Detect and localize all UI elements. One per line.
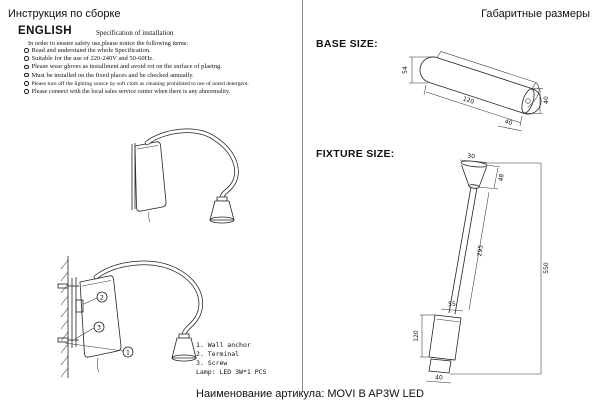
dimension-120: 120 — [423, 84, 523, 127]
terminal-block — [75, 299, 84, 313]
svg-text:54: 54 — [402, 66, 409, 74]
dimension-54: 54 — [402, 56, 434, 84]
lamp-spec: Lamp: LED 3W*1 PCS — [196, 368, 267, 376]
svg-text:120: 120 — [462, 95, 475, 105]
fixture-arm — [448, 186, 478, 315]
instruction-item: Must be installed on the fixed places an… — [24, 72, 296, 80]
wall-plate — [131, 143, 136, 210]
dimension-40: 40 — [425, 375, 452, 384]
instruction-item: Read and understand the whole Specificat… — [24, 47, 296, 55]
specification-heading: Specification of installation — [96, 29, 174, 37]
dimension-40-end: 40 — [525, 88, 550, 114]
part-item: 1. Wall anchor — [196, 341, 251, 349]
svg-text:40: 40 — [543, 96, 550, 104]
lamp-installation-drawing: 2 3 1 — [57, 256, 203, 378]
gooseneck — [93, 260, 203, 337]
column-divider — [302, 0, 303, 392]
parts-list: 1. Wall anchor 2. Terminal 3. Screw Lamp… — [196, 341, 266, 377]
gooseneck — [144, 128, 239, 200]
svg-text:40: 40 — [504, 118, 514, 127]
lamp-body — [134, 141, 167, 223]
power-cord — [96, 357, 100, 373]
svg-text:30: 30 — [467, 153, 475, 161]
svg-text:550: 550 — [543, 262, 550, 274]
dimension-48: 48 — [478, 164, 506, 190]
callout-1: 1 — [64, 342, 134, 358]
fixture-body — [428, 314, 462, 374]
svg-text:295: 295 — [476, 244, 485, 257]
instruction-item: Please turn off the lighting source by s… — [24, 80, 296, 88]
base-size-label: BASE SIZE: — [316, 38, 378, 50]
mounting-plate — [57, 277, 84, 348]
end-face — [521, 88, 535, 114]
dimension-295: 295 — [468, 191, 490, 311]
part-item: 3. Screw — [196, 359, 228, 367]
overall-dimensions-title: Габаритные размеры — [481, 8, 590, 20]
instruction-item: Please wear gloves as installment and av… — [24, 63, 296, 71]
fixture-dimension-drawing: 30 48 295 550 55 120 — [413, 153, 550, 384]
base-outline — [419, 51, 542, 115]
dimension-120: 120 — [413, 314, 435, 358]
svg-text:48: 48 — [497, 173, 505, 182]
fixture-head — [460, 160, 488, 189]
instruction-item: Please connect with the local sales serv… — [24, 88, 296, 96]
fixture-size-label: FIXTURE SIZE: — [316, 148, 395, 160]
instruction-item: Suitable for the use of 220-240V and 50-… — [24, 55, 296, 63]
power-cord — [148, 211, 151, 223]
language-heading: ENGLISH — [18, 25, 72, 37]
base-dimension-drawing: 54 120 40 40 — [402, 51, 550, 132]
part-item: 2. Terminal — [196, 350, 240, 358]
svg-text:120: 120 — [413, 330, 420, 342]
wall-section — [60, 256, 69, 378]
svg-text:55: 55 — [448, 301, 456, 308]
lamp-head — [171, 333, 197, 362]
instruction-list: Read and understand the whole Specificat… — [24, 47, 296, 96]
lamp-side-view-drawing — [131, 128, 239, 224]
lamp-head — [209, 196, 235, 224]
dimension-40-depth: 40 — [497, 118, 523, 132]
safety-intro-line: In order to ensure safety use,please not… — [28, 40, 189, 47]
dimension-55: 55 — [440, 301, 464, 312]
svg-text:3: 3 — [97, 324, 101, 331]
callout-2: 2 — [83, 291, 108, 305]
svg-text:40: 40 — [435, 375, 443, 382]
assembly-instructions-title: Инструкция по сборке — [8, 8, 121, 20]
svg-text:1: 1 — [126, 349, 130, 356]
fixture-base — [428, 358, 452, 374]
lamp-body — [79, 275, 122, 373]
cable-hole — [525, 98, 531, 104]
article-name: Наименование артикула: MOVI B AP3W LED — [196, 388, 424, 400]
callout-3: 3 — [74, 321, 105, 340]
dimension-550: 550 — [450, 162, 550, 375]
dimension-30: 30 — [459, 153, 488, 163]
svg-text:2: 2 — [100, 294, 104, 301]
